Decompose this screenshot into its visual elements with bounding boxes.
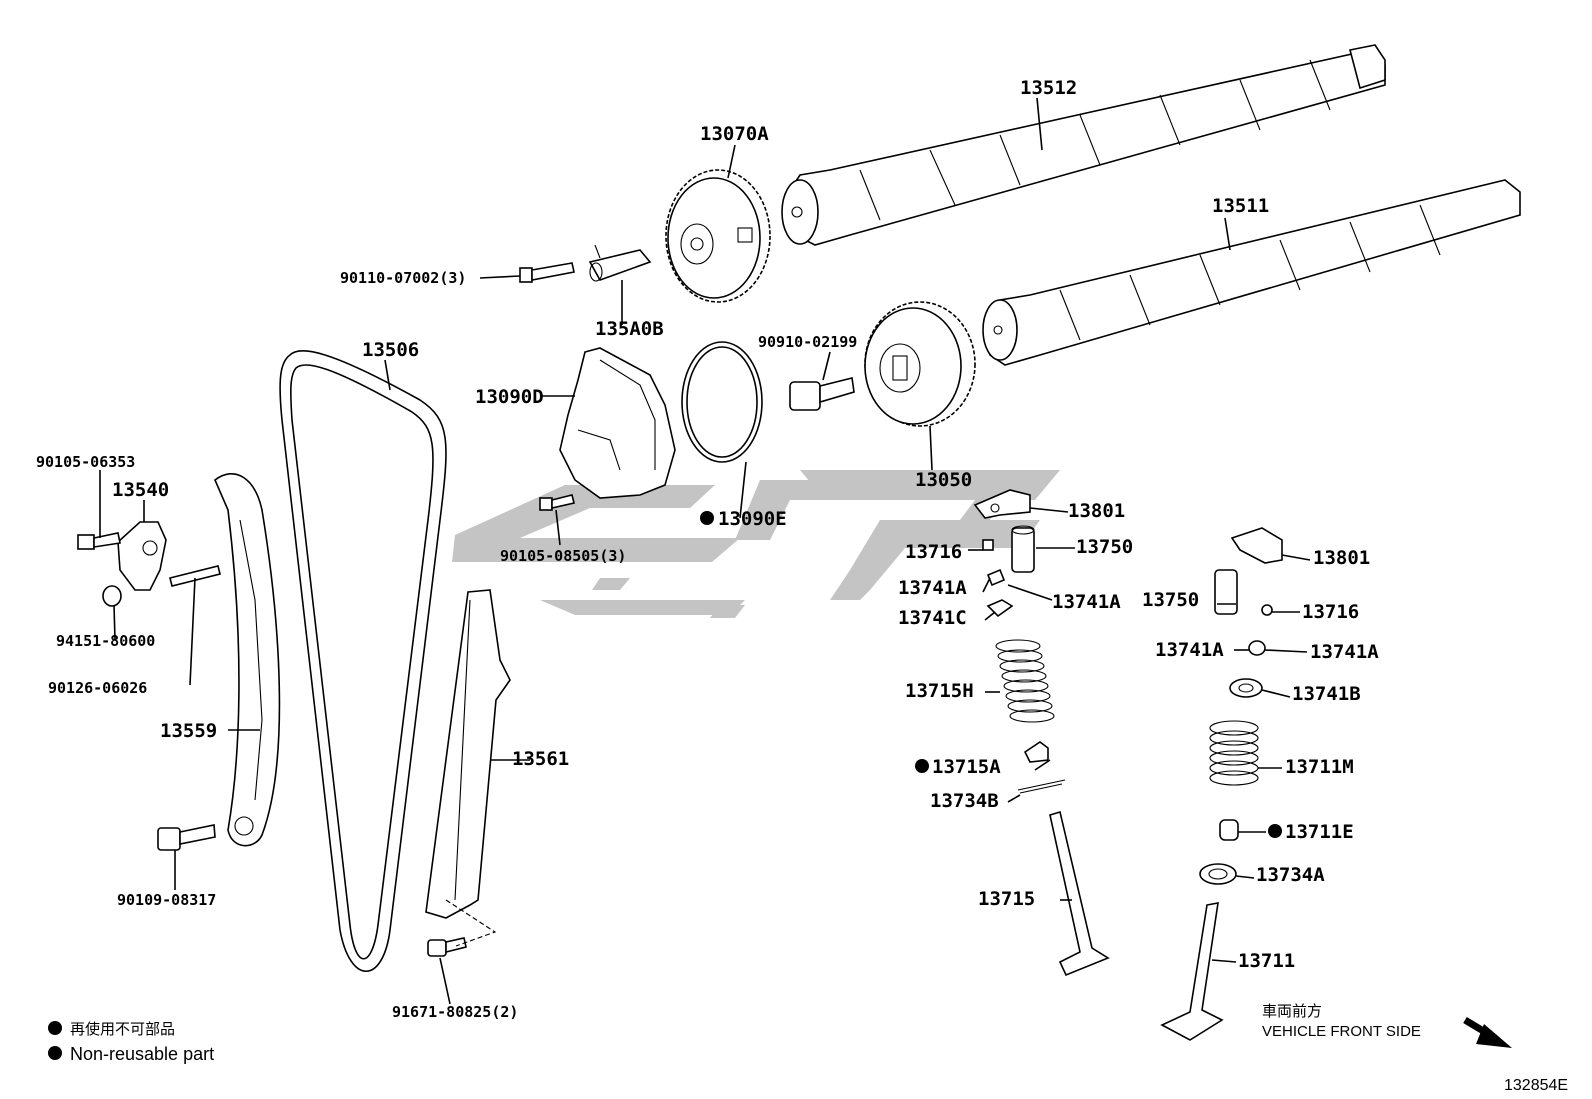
label-13750-a: 13750	[1076, 536, 1133, 558]
label-13741A-b: 13741A	[1052, 591, 1121, 613]
label-13801-b: 13801	[1313, 547, 1370, 569]
label-13715: 13715	[978, 888, 1035, 910]
label-13090E: 13090E	[718, 508, 787, 530]
label-13715H: 13715H	[905, 680, 974, 702]
timing-chain-13506	[279, 350, 447, 972]
retainer-13741B	[1229, 678, 1263, 698]
label-13559: 13559	[160, 720, 217, 742]
label-13741A-c: 13741A	[1155, 639, 1224, 661]
non-reusable-marker-13715A	[915, 759, 929, 773]
bolt-90109	[157, 824, 216, 851]
label-90910-02199: 90910-02199	[758, 333, 857, 351]
label-13512: 13512	[1020, 77, 1077, 99]
front-side-text-jp: 車両前方	[1262, 1002, 1322, 1020]
camshaft-13512	[781, 44, 1386, 246]
label-13741A-a: 13741A	[898, 577, 967, 599]
rocker-arm-13801-a	[973, 489, 1031, 519]
valve-13711	[1160, 902, 1224, 1041]
legend-text-en: Non-reusable part	[70, 1044, 214, 1064]
label-13734A: 13734A	[1256, 864, 1325, 886]
bolt-90910	[789, 377, 855, 411]
keeper-13741A-b	[1248, 640, 1266, 656]
shim-13734B	[1017, 779, 1066, 794]
label-13070A: 13070A	[700, 123, 769, 145]
label-90109-08317: 90109-08317	[117, 891, 216, 909]
label-90126-06026: 90126-06026	[48, 679, 147, 697]
front-arrow-icon	[1463, 1016, 1512, 1048]
retainer-13741C	[986, 599, 1014, 618]
figure-number: 132854E	[1504, 1077, 1568, 1094]
leader-lines	[99, 97, 1311, 1005]
label-13741A-d: 13741A	[1310, 641, 1379, 663]
legend-text-jp: 再使用不可部品	[70, 1020, 175, 1038]
vehicle-front-indicator: 車両前方 VEHICLE FRONT SIDE	[1262, 1002, 1512, 1048]
label-13506: 13506	[362, 339, 419, 361]
seal-13711E	[1219, 819, 1239, 841]
watermark-logo	[452, 470, 1060, 618]
label-90105-06353: 90105-06353	[36, 453, 135, 471]
bolt-90105-06353	[77, 532, 121, 550]
non-reusable-marker-13090E	[700, 511, 714, 525]
label-13711E: 13711E	[1285, 821, 1354, 843]
seal-13715A	[1023, 741, 1049, 763]
bolt-91671	[427, 899, 497, 957]
label-13711M: 13711M	[1285, 756, 1354, 778]
lash-adjuster-13750-b	[1214, 569, 1238, 615]
label-13716-b: 13716	[1302, 601, 1359, 623]
spring-13715H	[995, 639, 1055, 723]
bolt-90110	[519, 262, 575, 283]
label-13715A: 13715A	[932, 756, 1001, 778]
label-13561: 13561	[512, 748, 569, 770]
label-94151-80600: 94151-80600	[56, 632, 155, 650]
legend: 再使用不可部品 Non-reusable part	[48, 1020, 214, 1064]
valve-13715	[1049, 810, 1110, 977]
label-13090D: 13090D	[475, 386, 544, 408]
plate-13716-b	[1261, 604, 1273, 616]
stud-90126	[169, 565, 221, 587]
oil-control-valve-135A0B	[588, 244, 652, 282]
nut-94151	[102, 585, 122, 607]
tensioner-13540	[117, 521, 167, 591]
spring-13711M	[1209, 720, 1259, 786]
rocker-arm-13801-b	[1230, 527, 1283, 564]
part-labels: 13512 13511 13070A 90110-07002(3) 135A0B…	[36, 77, 1379, 1021]
label-13741C: 13741C	[898, 607, 967, 629]
label-13511: 13511	[1212, 195, 1269, 217]
label-13750-b: 13750	[1142, 589, 1199, 611]
label-13711: 13711	[1238, 950, 1295, 972]
label-13050: 13050	[915, 469, 972, 491]
label-13801-a: 13801	[1068, 500, 1125, 522]
chain-slipper-13559	[214, 473, 281, 847]
keeper-13741A-a	[986, 568, 1006, 587]
label-13741B: 13741B	[1292, 683, 1361, 705]
bolt-90105-08505	[539, 494, 575, 511]
non-reusable-marker-13711E	[1268, 824, 1282, 838]
washer-13734A	[1199, 863, 1237, 885]
legend-marker-jp	[48, 1021, 62, 1035]
front-side-text-en: VEHICLE FRONT SIDE	[1262, 1023, 1421, 1040]
label-90110-07002: 90110-07002(3)	[340, 269, 466, 287]
label-91671-80825: 91671-80825(2)	[392, 1003, 518, 1021]
gasket-13090E	[681, 341, 763, 463]
label-13734B: 13734B	[930, 790, 999, 812]
vvt-sprocket-13070A	[665, 169, 771, 303]
label-13716-a: 13716	[905, 541, 962, 563]
label-135A0B: 135A0B	[595, 318, 664, 340]
camshaft-13511	[982, 179, 1521, 366]
plate-13716-a	[982, 539, 994, 551]
label-90105-08505: 90105-08505(3)	[500, 547, 626, 565]
legend-marker-en	[48, 1046, 62, 1060]
lash-adjuster-13750-a	[1011, 525, 1035, 573]
vvt-gear-13050	[864, 301, 976, 427]
chain-guide-13561	[425, 589, 511, 919]
label-13540: 13540	[112, 479, 169, 501]
cover-13090D	[559, 347, 676, 499]
